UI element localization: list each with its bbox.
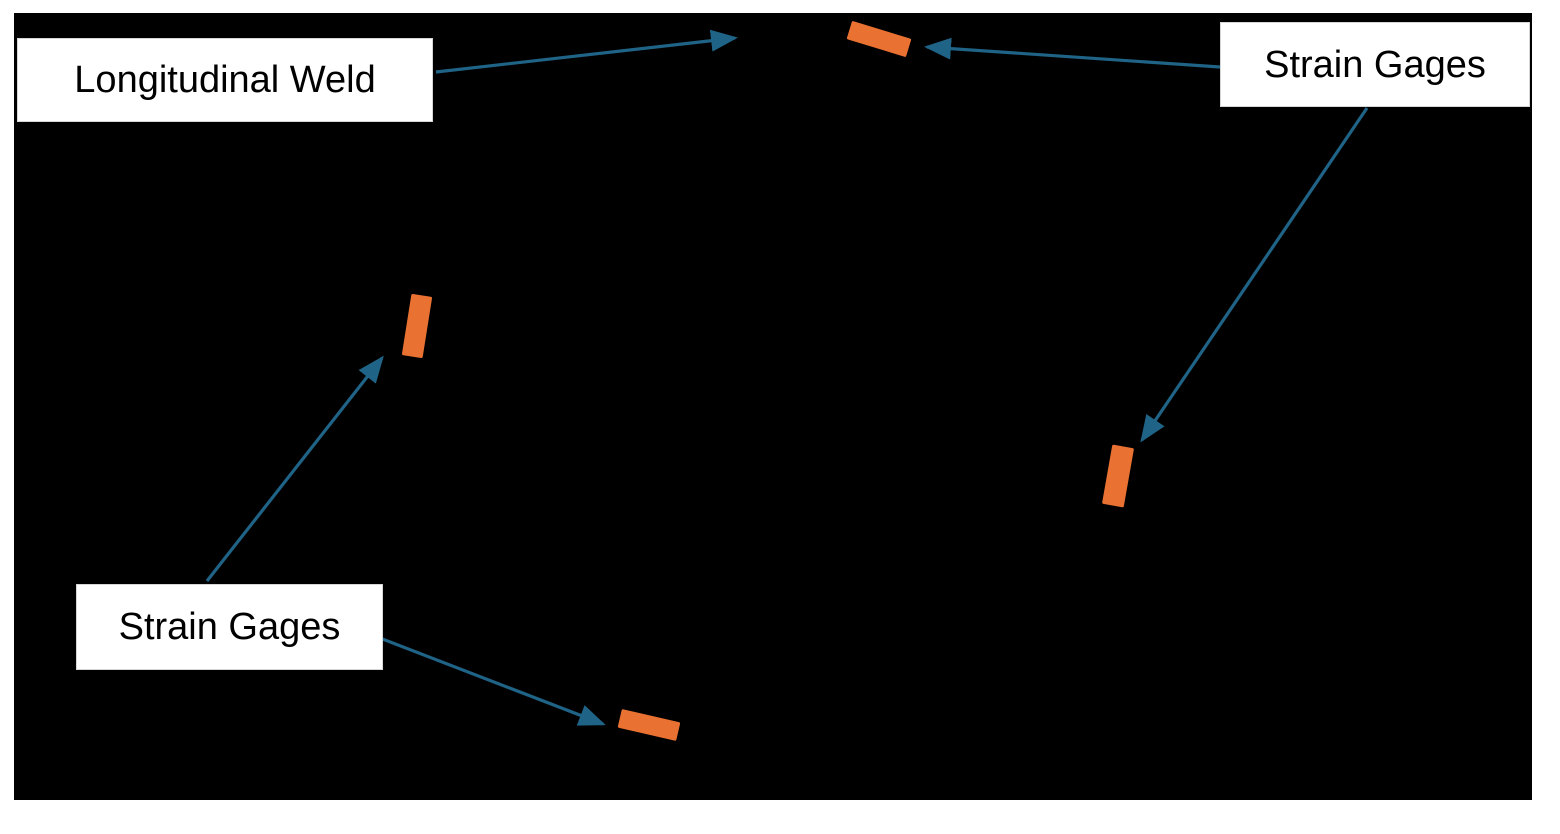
longitudinal-weld-label: Longitudinal Weld	[17, 38, 433, 122]
strain-gage-marker-bottom	[617, 709, 681, 741]
strain-gages-label-left: Strain Gages	[76, 584, 383, 670]
strain-gage-marker-right	[1102, 444, 1134, 508]
longitudinal-weld-label-text: Longitudinal Weld	[74, 59, 376, 101]
left-gage-arrow	[205, 355, 384, 582]
strain-gages-label-left-text: Strain Gages	[118, 606, 341, 648]
weld-arrow	[435, 29, 738, 74]
right-gage-arrow	[1140, 107, 1369, 443]
longitudinal-weld-marker	[758, 19, 796, 65]
top-gage-arrow	[924, 37, 1221, 69]
strain-gages-label-top-text: Strain Gages	[1264, 43, 1486, 86]
strain-gages-label-top: Strain Gages	[1220, 22, 1530, 107]
strain-gage-marker-top	[846, 21, 912, 57]
bottom-gage-arrow	[371, 633, 606, 726]
strain-gage-marker-left	[401, 293, 433, 359]
